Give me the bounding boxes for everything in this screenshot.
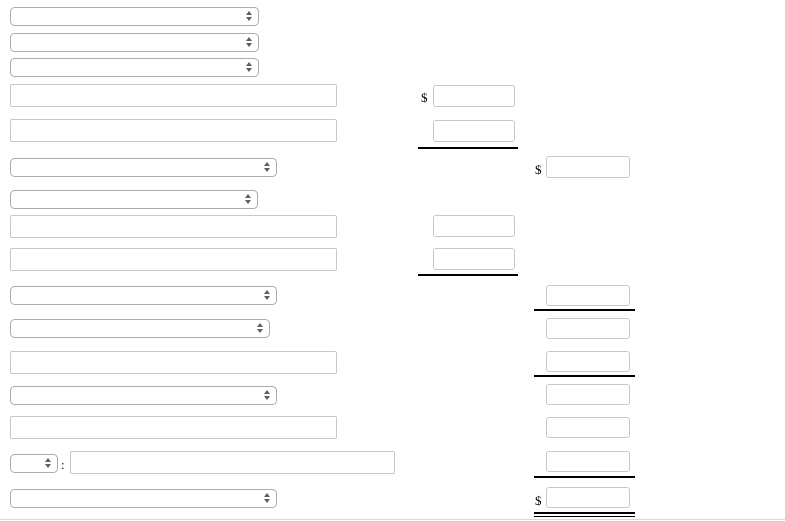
subtotal-rule [534,375,635,377]
dropdown-8-select[interactable] [10,385,277,405]
dropdown-9-select[interactable] [10,488,277,508]
dropdown-7-select[interactable] [10,318,270,338]
text-field-1[interactable] [10,84,337,107]
colon-separator: : [61,457,65,472]
amount-field-8[interactable] [546,351,630,372]
dropdown-3[interactable] [10,57,259,77]
dropdown-7[interactable] [10,318,270,338]
dropdown-6-select[interactable] [10,285,277,305]
text-field-6[interactable] [10,416,337,439]
amount-field-6[interactable] [546,285,630,306]
small-dropdown[interactable] [10,453,58,473]
amount-field-7[interactable] [546,318,630,339]
subtotal-rule [418,147,518,149]
amount-field-5[interactable] [433,248,515,270]
dropdown-2[interactable] [10,32,259,52]
dropdown-1[interactable] [10,6,259,26]
dollar-sign: $ [421,90,428,105]
subtotal-rule [534,476,635,478]
amount-field-2[interactable] [433,120,515,142]
bottom-divider [0,519,785,520]
dropdown-5-select[interactable] [10,189,258,209]
dollar-sign: $ [535,493,542,508]
total-double-rule-top [534,512,635,514]
text-field-3[interactable] [10,215,337,238]
subtotal-rule [418,274,518,276]
amount-field-3[interactable] [546,156,630,178]
dropdown-1-select[interactable] [10,6,259,26]
dollar-sign: $ [535,162,542,177]
amount-field-11[interactable] [546,451,630,472]
small-dropdown-select[interactable] [10,453,58,473]
amount-field-9[interactable] [546,384,630,405]
subtotal-rule [534,309,635,311]
dropdown-4-select[interactable] [10,157,277,177]
text-field-7[interactable] [70,451,395,474]
total-field[interactable] [546,487,630,508]
dropdown-3-select[interactable] [10,57,259,77]
text-field-4[interactable] [10,248,337,271]
amount-field-4[interactable] [433,215,515,237]
text-field-5[interactable] [10,351,337,374]
text-field-2[interactable] [10,119,337,142]
total-double-rule-bottom [534,516,635,517]
dropdown-4[interactable] [10,157,277,177]
amount-field-10[interactable] [546,417,630,438]
dropdown-2-select[interactable] [10,32,259,52]
amount-field-1[interactable] [433,85,515,107]
dropdown-6[interactable] [10,285,277,305]
dropdown-9[interactable] [10,488,277,508]
dropdown-5[interactable] [10,189,258,209]
dropdown-8[interactable] [10,385,277,405]
